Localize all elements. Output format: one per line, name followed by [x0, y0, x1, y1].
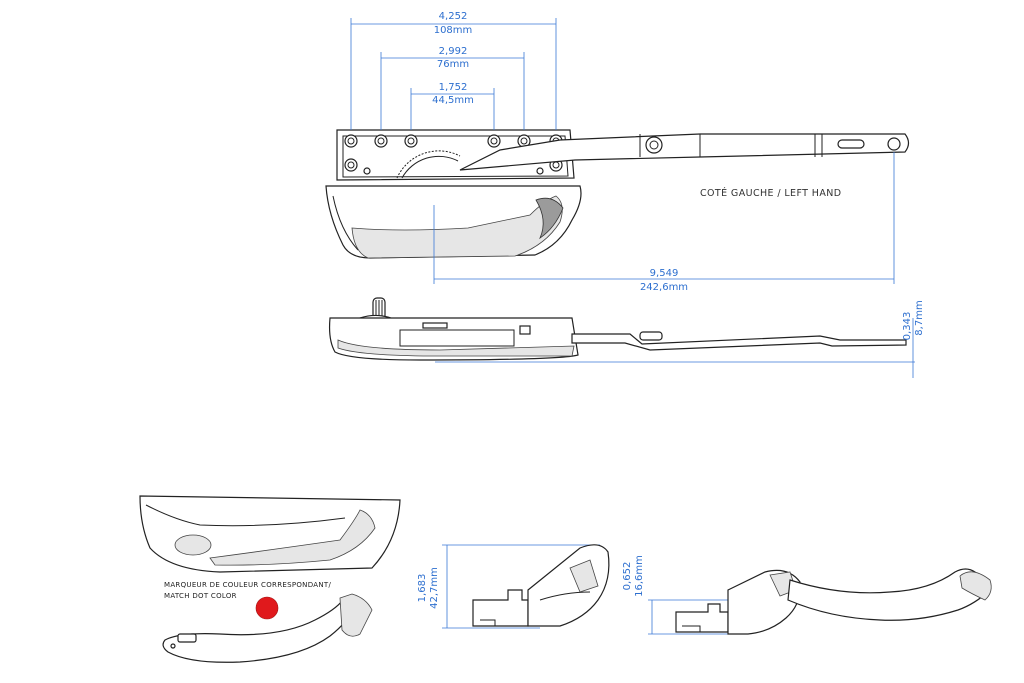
dim-0343-imperial: 0,343 [902, 312, 913, 341]
dim-9549-imperial: 9,549 [650, 268, 679, 279]
dim-1752-imperial: 1,752 [439, 82, 468, 93]
mounting-holes [344, 134, 563, 175]
dim-0652-imperial: 0,652 [622, 562, 633, 591]
dim-0343: 0,343 8,7mm [902, 300, 925, 340]
dim-0652-metric: 16,6mm [634, 555, 645, 597]
marker-label-line1: MARQUEUR DE COULEUR CORRESPONDANT/ [164, 581, 331, 589]
dim-2992-metric: 76mm [437, 59, 469, 70]
dim-1752-metric: 44,5mm [432, 95, 474, 106]
hand-label: COTÉ GAUCHE / LEFT HAND [700, 187, 841, 199]
dim-4252: 4,252 108mm [434, 11, 473, 36]
dim-2992: 2,992 76mm [437, 46, 469, 70]
dim-4252-imperial: 4,252 [439, 11, 468, 22]
detail-handle [162, 593, 373, 663]
dim-1752: 1,752 44,5mm [432, 82, 474, 106]
dim-2992-imperial: 2,992 [439, 46, 468, 57]
dim-1683-imperial: 1,683 [417, 574, 428, 603]
dimension-lines-top [350, 18, 895, 284]
dim-1683: 1,683 42,7mm [417, 567, 440, 609]
dim-9549-metric: 242,6mm [640, 282, 688, 293]
match-color-dot [255, 596, 279, 620]
dim-9549: 9,549 242,6mm [640, 268, 688, 293]
dim-0343-metric: 8,7mm [914, 300, 925, 335]
detail-cover-closeup [139, 495, 401, 573]
marker-label-line2: MATCH DOT COLOR [164, 592, 237, 600]
dim-0652: 0,652 16,6mm [622, 555, 645, 597]
dim-4252-metric: 108mm [434, 25, 473, 36]
detail-side-view-2 [648, 568, 992, 635]
top-view-operator [325, 129, 910, 259]
detail-side-view-1 [442, 544, 610, 629]
side-view-operator [328, 297, 907, 361]
dim-1683-metric: 42,7mm [429, 567, 440, 609]
